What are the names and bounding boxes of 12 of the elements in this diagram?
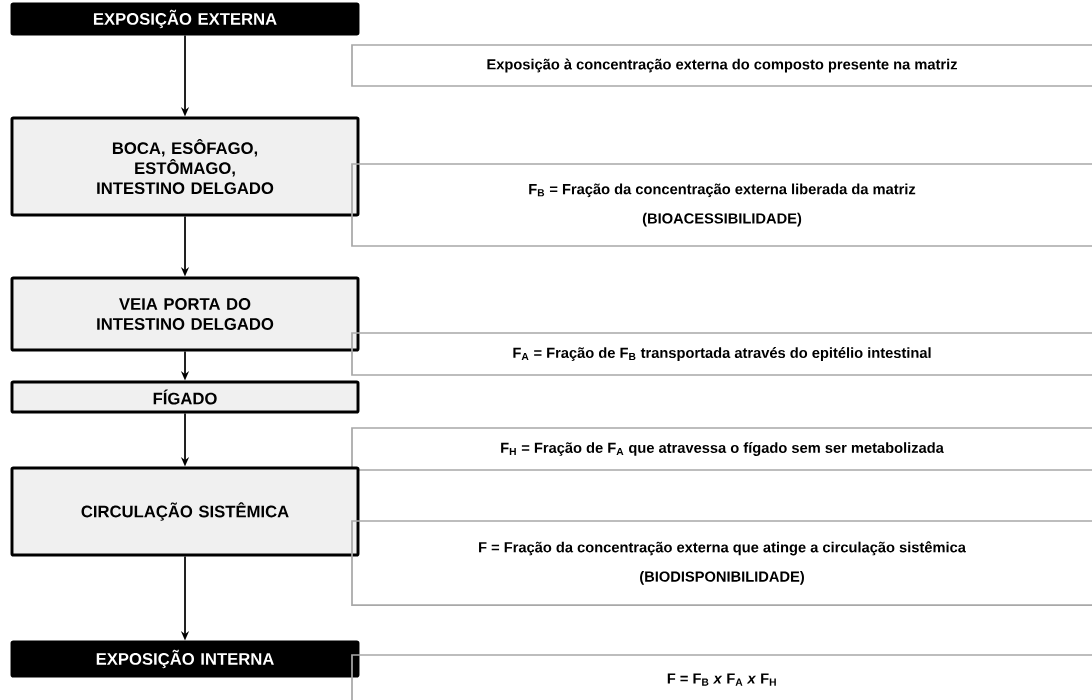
bracket-box: F$_{A}$ = Fração de F$_{B}$ transportada através do epitélio intestinal bbox=[351, 332, 1092, 376]
stage-box: VEIA PORTA DO INTESTINO DELGADO bbox=[10, 276, 360, 352]
bracket-box: Exposição à concentração externa do composto presente na matriz bbox=[351, 44, 1092, 87]
bracket-box: F = F$_{B}$ x F$_{A}$ x F$_{H}$ bbox=[351, 654, 1092, 700]
bracket-box: F$_{H}$ = Fração de F$_{A}$ que atravessa o fígado sem ser metabolizada bbox=[351, 427, 1092, 471]
stage-box: FÍGADO bbox=[10, 380, 360, 414]
stage-box: EXPOSIÇÃO INTERNA bbox=[10, 640, 360, 678]
bracket-box: F$_{B}$ = Fração da concentração externa liberada da matriz (BIOACESSIBILIDADE) bbox=[351, 163, 1092, 247]
stage-box: EXPOSIÇÃO EXTERNA bbox=[10, 2, 360, 36]
bracket-box: F = Fração da concentração externa que atinge a circulação sistêmica (BIODISPONIBILIDADE) bbox=[351, 520, 1092, 606]
stage-box: CIRCULAÇÃO SISTÊMICA bbox=[10, 466, 360, 557]
stage-box: BOCA, ESÔFAGO, ESTÔMAGO, INTESTINO DELGADO bbox=[10, 116, 360, 217]
